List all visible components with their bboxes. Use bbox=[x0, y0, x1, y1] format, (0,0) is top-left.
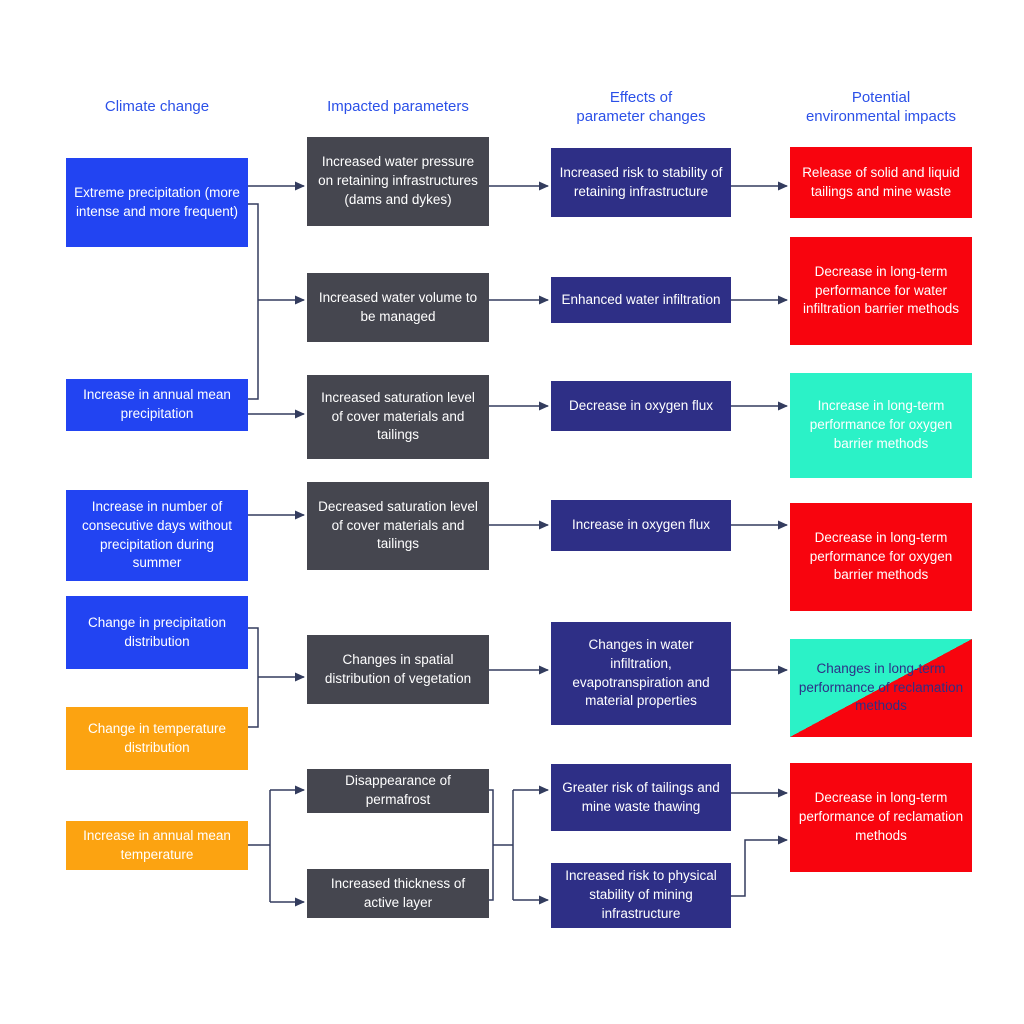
column-header-climate-change: Climate change bbox=[104, 98, 210, 115]
node-extreme-precipitation: Extreme precipitation (more intense and … bbox=[66, 158, 248, 247]
node-decreased-saturation: Decreased saturation level of cover mate… bbox=[307, 482, 489, 570]
node-reclamation-decrease: Decrease in long-term performance of rec… bbox=[790, 763, 972, 872]
node-permafrost-disappearance: Disappearance of permafrost bbox=[307, 769, 489, 813]
node-vegetation-distribution: Changes in spatial distribution of veget… bbox=[307, 635, 489, 704]
node-enhanced-infiltration: Enhanced water infiltration bbox=[551, 277, 731, 323]
node-water-volume: Increased water volume to be managed bbox=[307, 273, 489, 342]
node-precipitation-distribution: Change in precipitation distribution bbox=[66, 596, 248, 669]
node-oxygen-barrier-decrease: Decrease in long-term performance for ox… bbox=[790, 503, 972, 611]
column-header-environmental-impacts: Potential environmental impacts bbox=[805, 89, 957, 125]
node-increased-oxygen-flux: Increase in oxygen flux bbox=[551, 500, 731, 551]
node-water-material-changes: Changes in water infiltration, evapotran… bbox=[551, 622, 731, 725]
node-oxygen-barrier-increase: Increase in long-term performance for ox… bbox=[790, 373, 972, 478]
node-annual-mean-temperature: Increase in annual mean temperature bbox=[66, 821, 248, 870]
node-reclamation-changes: Changes in long-term performance of recl… bbox=[790, 639, 972, 737]
node-consecutive-dry-days: Increase in number of consecutive days w… bbox=[66, 490, 248, 581]
node-active-layer-thickness: Increased thickness of active layer bbox=[307, 869, 489, 918]
node-water-pressure-retaining: Increased water pressure on retaining in… bbox=[307, 137, 489, 226]
column-header-effects: Effects of parameter changes bbox=[576, 89, 706, 125]
node-increased-saturation: Increased saturation level of cover mate… bbox=[307, 375, 489, 459]
node-water-barrier-decrease: Decrease in long-term performance for wa… bbox=[790, 237, 972, 345]
node-tailings-release: Release of solid and liquid tailings and… bbox=[790, 147, 972, 218]
node-physical-stability-risk: Increased risk to physical stability of … bbox=[551, 863, 731, 928]
node-thawing-risk: Greater risk of tailings and mine waste … bbox=[551, 764, 731, 831]
column-header-impacted-parameters: Impacted parameters bbox=[327, 98, 469, 115]
node-retaining-stability-risk: Increased risk to stability of retaining… bbox=[551, 148, 731, 217]
node-temperature-distribution: Change in temperature distribution bbox=[66, 707, 248, 770]
node-decreased-oxygen-flux: Decrease in oxygen flux bbox=[551, 381, 731, 431]
node-annual-mean-precipitation: Increase in annual mean precipitation bbox=[66, 379, 248, 431]
